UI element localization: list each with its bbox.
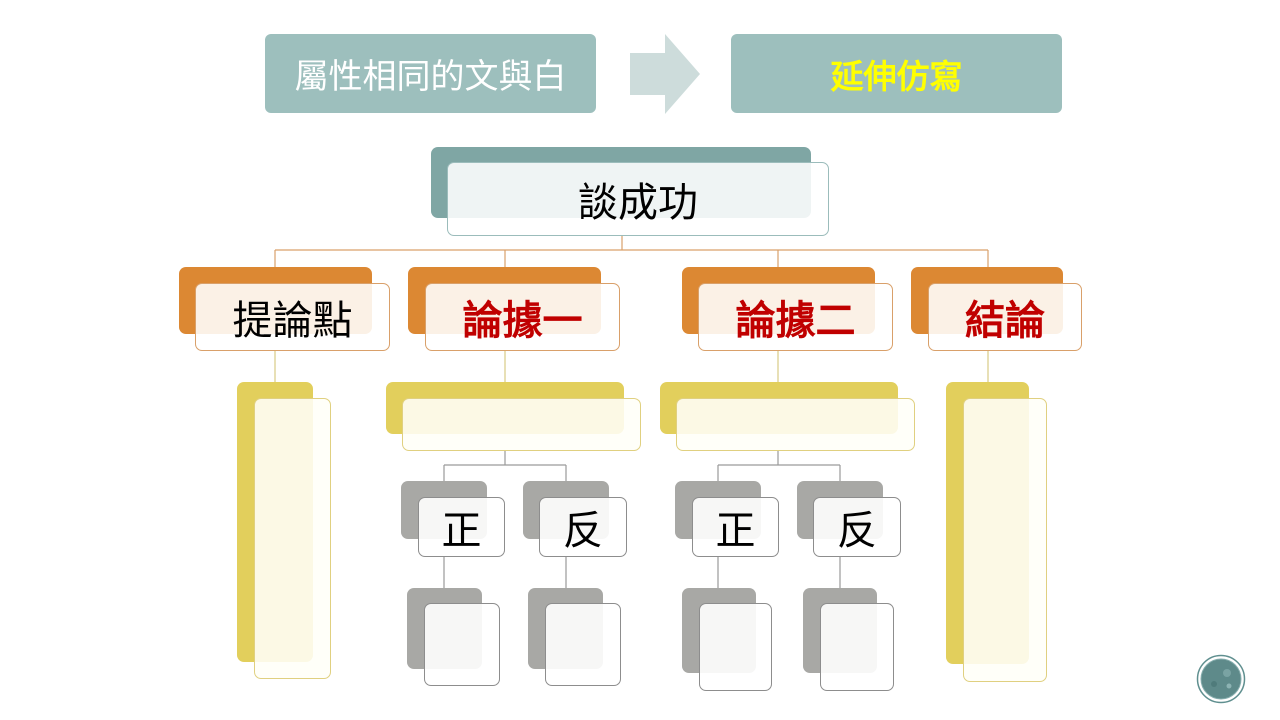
conclusion-content-box: [963, 398, 1047, 682]
branch-argument-2: 論據二: [698, 283, 893, 351]
branch-conclusion: 結論: [928, 283, 1082, 351]
target-label: 延伸仿寫: [830, 56, 963, 96]
arrow-right-icon: [630, 34, 700, 114]
argument-2-con-label: 反: [837, 508, 877, 554]
branch-argument-1-label: 論據一: [462, 298, 583, 344]
source-label: 屬性相同的文與白: [294, 57, 567, 97]
argument-2-pro: 正: [692, 497, 779, 557]
argument-1-pro-detail: [424, 603, 500, 686]
argument-1-pro-label: 正: [441, 508, 482, 554]
target-label-box: 延伸仿寫: [731, 34, 1062, 113]
argument-2-pro-detail: [699, 603, 772, 691]
root-node: 談成功: [447, 162, 829, 236]
branch-argument-2-label: 論據二: [735, 298, 856, 344]
branch-claim: 提論點: [195, 283, 390, 351]
circle-logo-icon: [1196, 654, 1246, 704]
argument-1-con-label: 反: [563, 508, 603, 554]
argument-1-pro: 正: [418, 497, 505, 557]
argument-2-pro-label: 正: [715, 508, 756, 554]
argument-1-con-detail: [545, 603, 621, 686]
claim-content-box: [254, 398, 331, 679]
root-node-label: 談成功: [578, 180, 698, 226]
branch-claim-label: 提論點: [232, 298, 353, 344]
argument-2-con-detail: [820, 603, 894, 691]
argument-2-content-box: [676, 398, 915, 451]
source-label-box: 屬性相同的文與白: [265, 34, 596, 113]
argument-2-con: 反: [813, 497, 901, 557]
argument-1-content-box: [402, 398, 641, 451]
argument-1-con: 反: [539, 497, 627, 557]
branch-argument-1: 論據一: [425, 283, 620, 351]
branch-conclusion-label: 結論: [965, 298, 1045, 344]
